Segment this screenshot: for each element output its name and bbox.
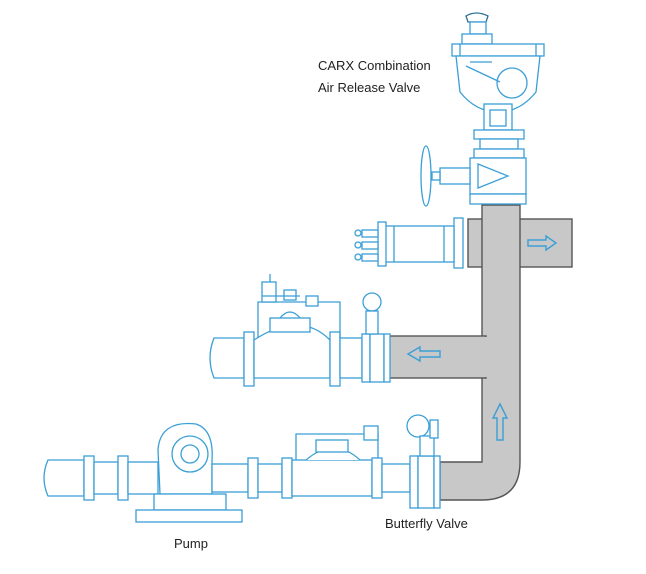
main-pipe — [385, 204, 573, 501]
carx-label-line1: CARX Combination — [318, 58, 431, 73]
air-release-valve — [451, 12, 545, 159]
side-filter-unit — [354, 217, 464, 269]
middle-branch — [209, 274, 391, 387]
pump-label: Pump — [174, 536, 208, 551]
pump — [135, 422, 259, 523]
flow-arrow-left — [406, 345, 441, 363]
butterfly-valve-label: Butterfly Valve — [385, 516, 468, 531]
butterfly-valve — [406, 414, 441, 509]
flow-arrow-up — [491, 402, 509, 441]
gate-valve-handwheel — [420, 145, 527, 207]
flow-arrow-right — [527, 234, 558, 252]
bottom-line — [43, 455, 159, 501]
bottom-control-valve — [257, 425, 411, 499]
carx-label-line2: Air Release Valve — [318, 80, 421, 95]
